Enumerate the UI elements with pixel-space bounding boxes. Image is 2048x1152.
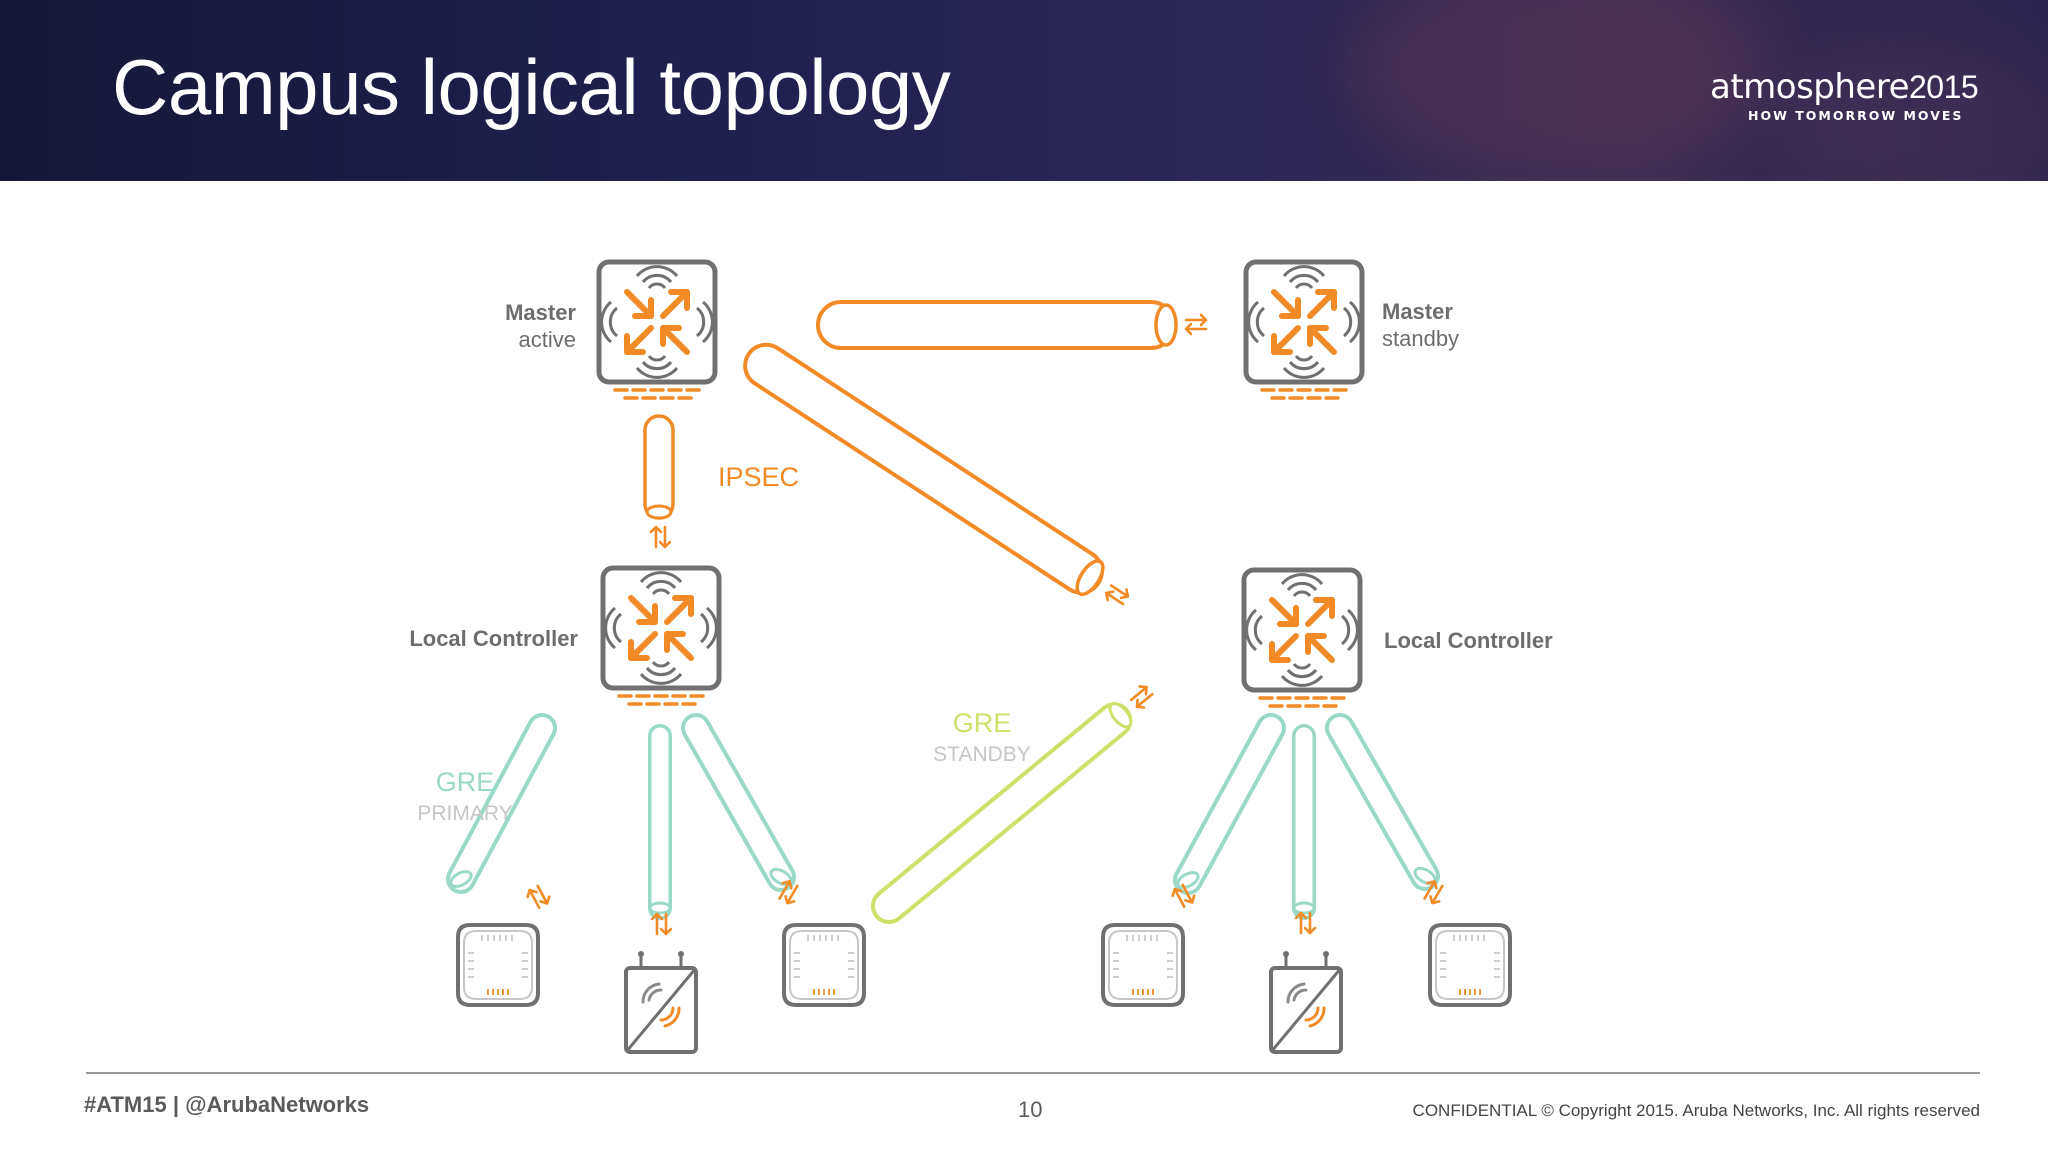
footer-hashtag: #ATM15 | @ArubaNetworks (84, 1092, 370, 1117)
gre-standby-tunnel (871, 681, 1157, 924)
master-standby-controller-icon (1246, 262, 1362, 398)
local-controller-left-label: Local Controller (409, 626, 578, 651)
access-point-icon (1101, 923, 1185, 1007)
master-active-controller-icon (599, 262, 715, 398)
ipsec-tunnel-master-to-local-right (743, 342, 1132, 610)
gre-standby-sublabel: STANDBY (933, 743, 1031, 766)
logo-word: atmosphere (1710, 67, 1910, 107)
local-controller-right-icon (1244, 570, 1360, 706)
topology-diagram: Master active Master standby Local Contr… (409, 181, 1553, 1054)
copyright-notice: CONFIDENTIAL © Copyright 2015. Aruba Net… (1412, 1101, 1980, 1120)
atmosphere-logo: atmosphere2015 HOW TOMORROW MOVES (1710, 67, 1979, 123)
footer-divider (86, 1072, 1980, 1074)
gre-primary-sublabel: PRIMARY (417, 802, 512, 825)
ipsec-tunnel-master-to-standby (816, 300, 1208, 350)
remote-ap-icon (624, 949, 698, 1054)
master-standby-name: Master (1382, 299, 1453, 324)
page-number: 10 (1018, 1097, 1043, 1122)
master-standby-state: standby (1382, 326, 1459, 351)
gre-primary-label: GRE (436, 767, 495, 797)
local-controller-right-label: Local Controller (1384, 628, 1553, 653)
logo-year: 2015 (1909, 69, 1979, 105)
master-active-name: Master (505, 300, 576, 325)
title-banner: Campus logical topology atmosphere2015 H… (0, 0, 2048, 181)
slide-title: Campus logical topology (112, 43, 951, 131)
ipsec-label: IPSEC (718, 462, 799, 492)
local-controller-left-icon (603, 568, 719, 704)
gre-primary-tunnels-right (1169, 713, 1448, 935)
master-active-state: active (519, 327, 576, 352)
logo-tagline: HOW TOMORROW MOVES (1748, 108, 1964, 123)
gre-primary-tunnels-left (446, 713, 803, 936)
access-point-icon (456, 923, 540, 1007)
access-point-icon (1428, 923, 1512, 1007)
remote-ap-icon (1269, 949, 1343, 1054)
access-point-icon (782, 923, 866, 1007)
gre-standby-label: GRE (953, 708, 1012, 738)
ipsec-tunnel-master-to-local-left (643, 414, 675, 549)
